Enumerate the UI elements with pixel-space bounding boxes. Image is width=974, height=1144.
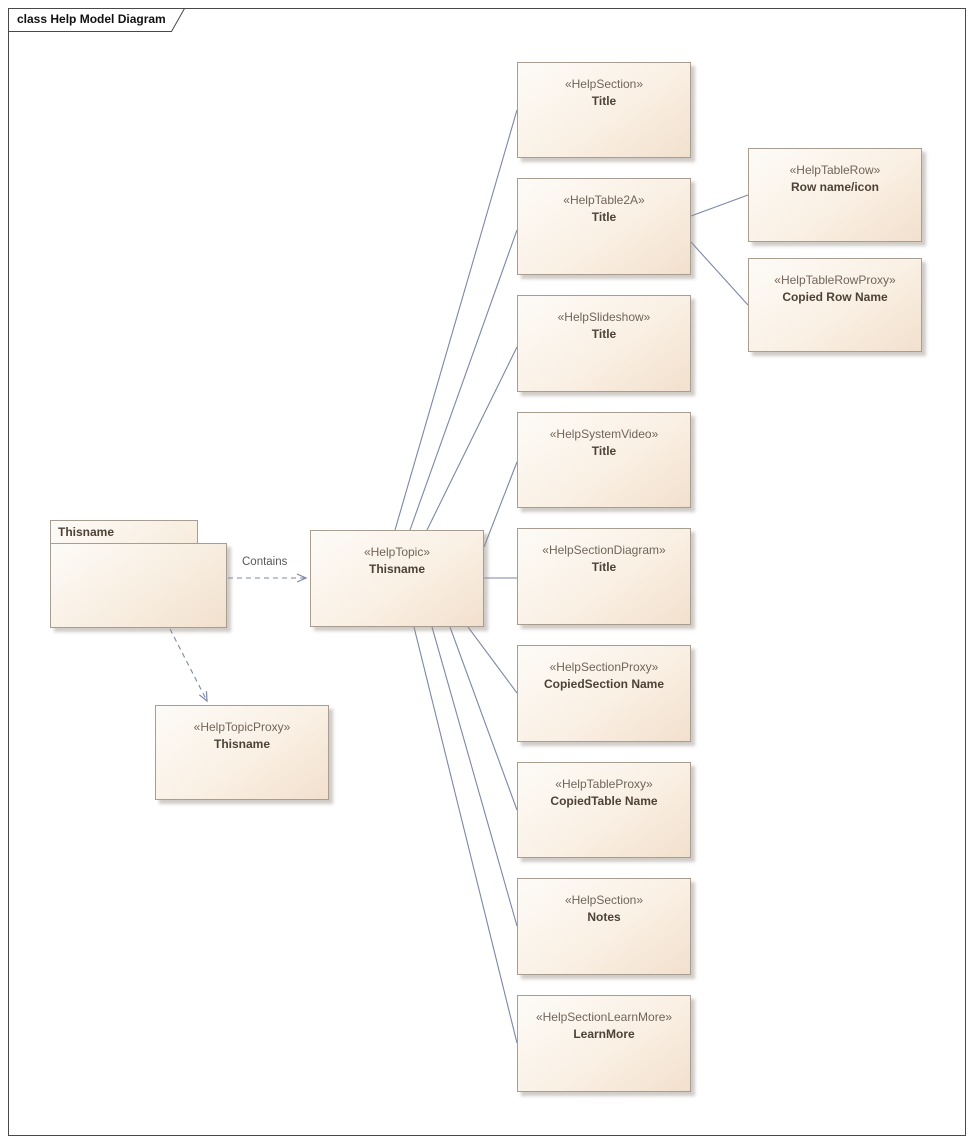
node-stereotype: «HelpSlideshow» [557,310,651,324]
node-helptable2a[interactable]: «HelpTable2A» Title [517,178,691,275]
node-name: Title [591,94,617,108]
node-stereotype: «HelpTable2A» [563,193,645,207]
node-stereotype: «HelpSectionProxy» [549,660,659,674]
node-helpsystemvideo[interactable]: «HelpSystemVideo» Title [517,412,691,508]
node-stereotype: «HelpSystemVideo» [549,427,659,441]
package-thisname-tab[interactable]: Thisname [50,520,198,544]
node-helpsectionlearnmore[interactable]: «HelpSectionLearnMore» LearnMore [517,995,691,1092]
node-stereotype: «HelpTableProxy» [555,777,653,791]
node-stereotype: «HelpSection» [564,893,644,907]
node-name: Copied Row Name [782,290,888,304]
node-helptopicproxy[interactable]: «HelpTopicProxy» Thisname [155,705,329,800]
node-name: LearnMore [573,1027,635,1041]
node-name: Title [591,210,617,224]
node-name: Title [591,444,617,458]
node-stereotype: «HelpTopic» [363,545,431,559]
node-stereotype: «HelpTopicProxy» [193,720,291,734]
node-helpslideshow[interactable]: «HelpSlideshow» Title [517,295,691,392]
contains-connector-label: Contains [240,556,290,568]
node-helpsection-title[interactable]: «HelpSection» Title [517,62,691,158]
diagram-title: class Help Model Diagram [17,12,166,26]
node-name: Thisname [368,562,425,576]
node-helptablerowproxy[interactable]: «HelpTableRowProxy» Copied Row Name [748,258,922,352]
node-helptableproxy[interactable]: «HelpTableProxy» CopiedTable Name [517,762,691,858]
node-helptablerow[interactable]: «HelpTableRow» Row name/icon [748,148,922,242]
node-name: Notes [587,910,621,924]
node-name: CopiedTable Name [550,794,658,808]
diagram-tab-shape [8,8,186,32]
node-name: Thisname [213,737,270,751]
node-helpsection-notes[interactable]: «HelpSection» Notes [517,878,691,975]
node-stereotype: «HelpSection» [564,77,644,91]
node-name: Title [591,560,617,574]
diagram-title-tab: class Help Model Diagram [8,8,186,32]
node-name: Title [591,327,617,341]
node-helptopic[interactable]: «HelpTopic» Thisname [310,530,484,627]
node-helpsectionproxy[interactable]: «HelpSectionProxy» CopiedSection Name [517,645,691,742]
node-helpsectiondiagram[interactable]: «HelpSectionDiagram» Title [517,528,691,625]
node-name: CopiedSection Name [543,677,665,691]
package-name: Thisname [58,525,115,539]
package-thisname-body[interactable] [50,543,227,628]
node-stereotype: «HelpSectionLearnMore» [535,1010,673,1024]
node-stereotype: «HelpTableRow» [789,163,881,177]
node-name: Row name/icon [790,180,879,194]
node-stereotype: «HelpTableRowProxy» [774,273,896,287]
node-stereotype: «HelpSectionDiagram» [542,543,666,557]
